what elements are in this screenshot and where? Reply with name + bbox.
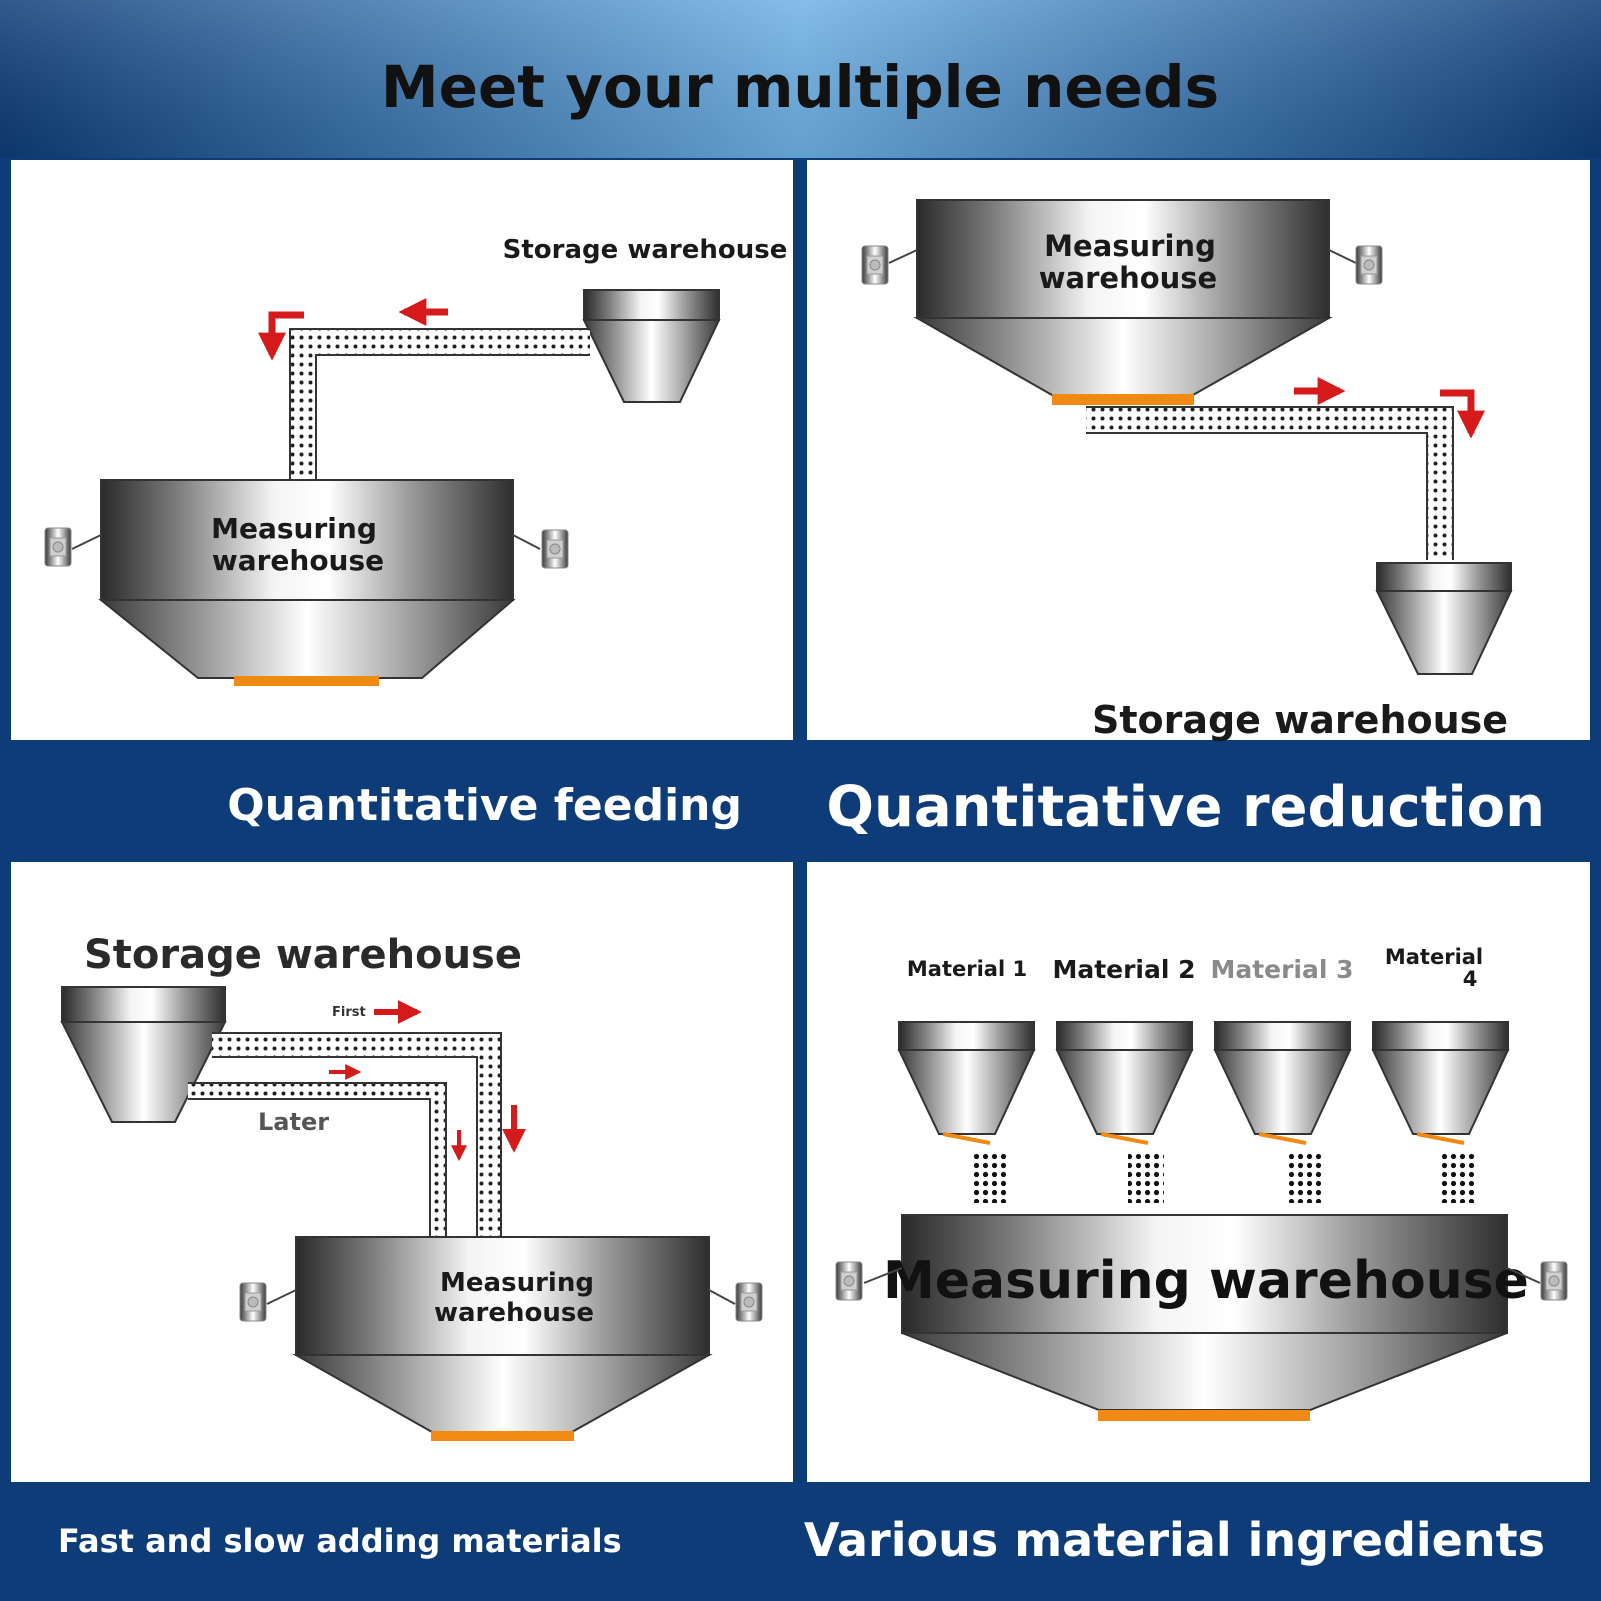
fast-slow-diagram: Storage warehouse First Later Measuring … <box>60 932 763 1441</box>
measuring-label: warehouse <box>434 1298 594 1328</box>
material-label: Material 3 <box>1210 955 1353 984</box>
load-cell-icon <box>44 527 102 567</box>
hopper-icon <box>1371 1021 1510 1203</box>
hopper-icon <box>1375 562 1513 675</box>
measuring-warehouse: Measuring warehouse <box>98 479 516 686</box>
measuring-warehouse: Measuring warehouse <box>292 1236 713 1441</box>
reduction-diagram: Measuring warehouse Storage warehouse <box>861 199 1513 742</box>
load-cell-icon <box>1506 1261 1568 1301</box>
page-title: Meet your multiple needs <box>381 53 1219 121</box>
outlet <box>1052 394 1194 405</box>
hopper-icon <box>582 289 721 403</box>
ingredients-diagram: Material 1 Material 2 Material 3 Materia… <box>835 945 1568 1421</box>
conveyor-pipe <box>1086 406 1454 560</box>
later-label: Later <box>258 1108 329 1136</box>
measuring-label: Measuring <box>1044 229 1216 263</box>
material-label: Material 1 <box>907 957 1027 981</box>
outlet <box>234 676 379 686</box>
measuring-label: Measuring warehouse <box>883 1251 1529 1311</box>
storage-warehouse-label: Storage warehouse <box>1092 698 1508 742</box>
load-cell-icon <box>512 529 569 569</box>
load-cell-icon <box>1328 245 1383 285</box>
material-flow <box>970 1153 1006 1203</box>
material-label: Material <box>1385 945 1483 969</box>
first-label: First <box>332 1005 366 1020</box>
storage-warehouse-label: Storage warehouse <box>84 932 522 978</box>
material-flow <box>1440 1153 1476 1203</box>
caption-ingredients: Various material ingredients <box>804 1513 1545 1567</box>
hopper-icon <box>1213 1021 1352 1203</box>
measuring-label: warehouse <box>212 544 384 577</box>
material-flow <box>1128 1153 1164 1203</box>
measuring-warehouse: Measuring warehouse <box>883 1214 1529 1421</box>
caption-feeding: Quantitative feeding <box>227 780 742 831</box>
storage-warehouse-label: Storage warehouse <box>503 235 788 265</box>
outlet <box>1098 1410 1310 1421</box>
hopper-icon <box>60 986 227 1123</box>
measuring-label: warehouse <box>1039 261 1217 295</box>
material-label: Material 2 <box>1052 955 1195 984</box>
hopper-icon <box>1055 1021 1194 1203</box>
arrow-icon <box>258 311 304 361</box>
conveyor-pipe-first <box>212 1032 502 1237</box>
material-label: 4 <box>1463 967 1478 991</box>
load-cell-icon <box>708 1282 763 1322</box>
caption-fast-slow: Fast and slow adding materials <box>58 1522 622 1560</box>
conveyor-pipe-later <box>188 1082 447 1237</box>
arrow-icon <box>1440 389 1485 439</box>
measuring-label: Measuring <box>211 512 377 545</box>
load-cell-icon <box>835 1261 903 1301</box>
conveyor-pipe <box>289 328 590 480</box>
caption-reduction: Quantitative reduction <box>826 775 1545 840</box>
hopper-icon <box>897 1021 1036 1203</box>
load-cell-icon <box>861 245 918 285</box>
feeding-diagram: Storage warehouse Measuring warehouse <box>44 235 788 686</box>
outlet <box>431 1431 574 1441</box>
measuring-label: Measuring <box>440 1268 594 1298</box>
material-flow <box>1286 1153 1322 1203</box>
measuring-warehouse: Measuring warehouse <box>913 199 1333 405</box>
load-cell-icon <box>239 1282 297 1322</box>
